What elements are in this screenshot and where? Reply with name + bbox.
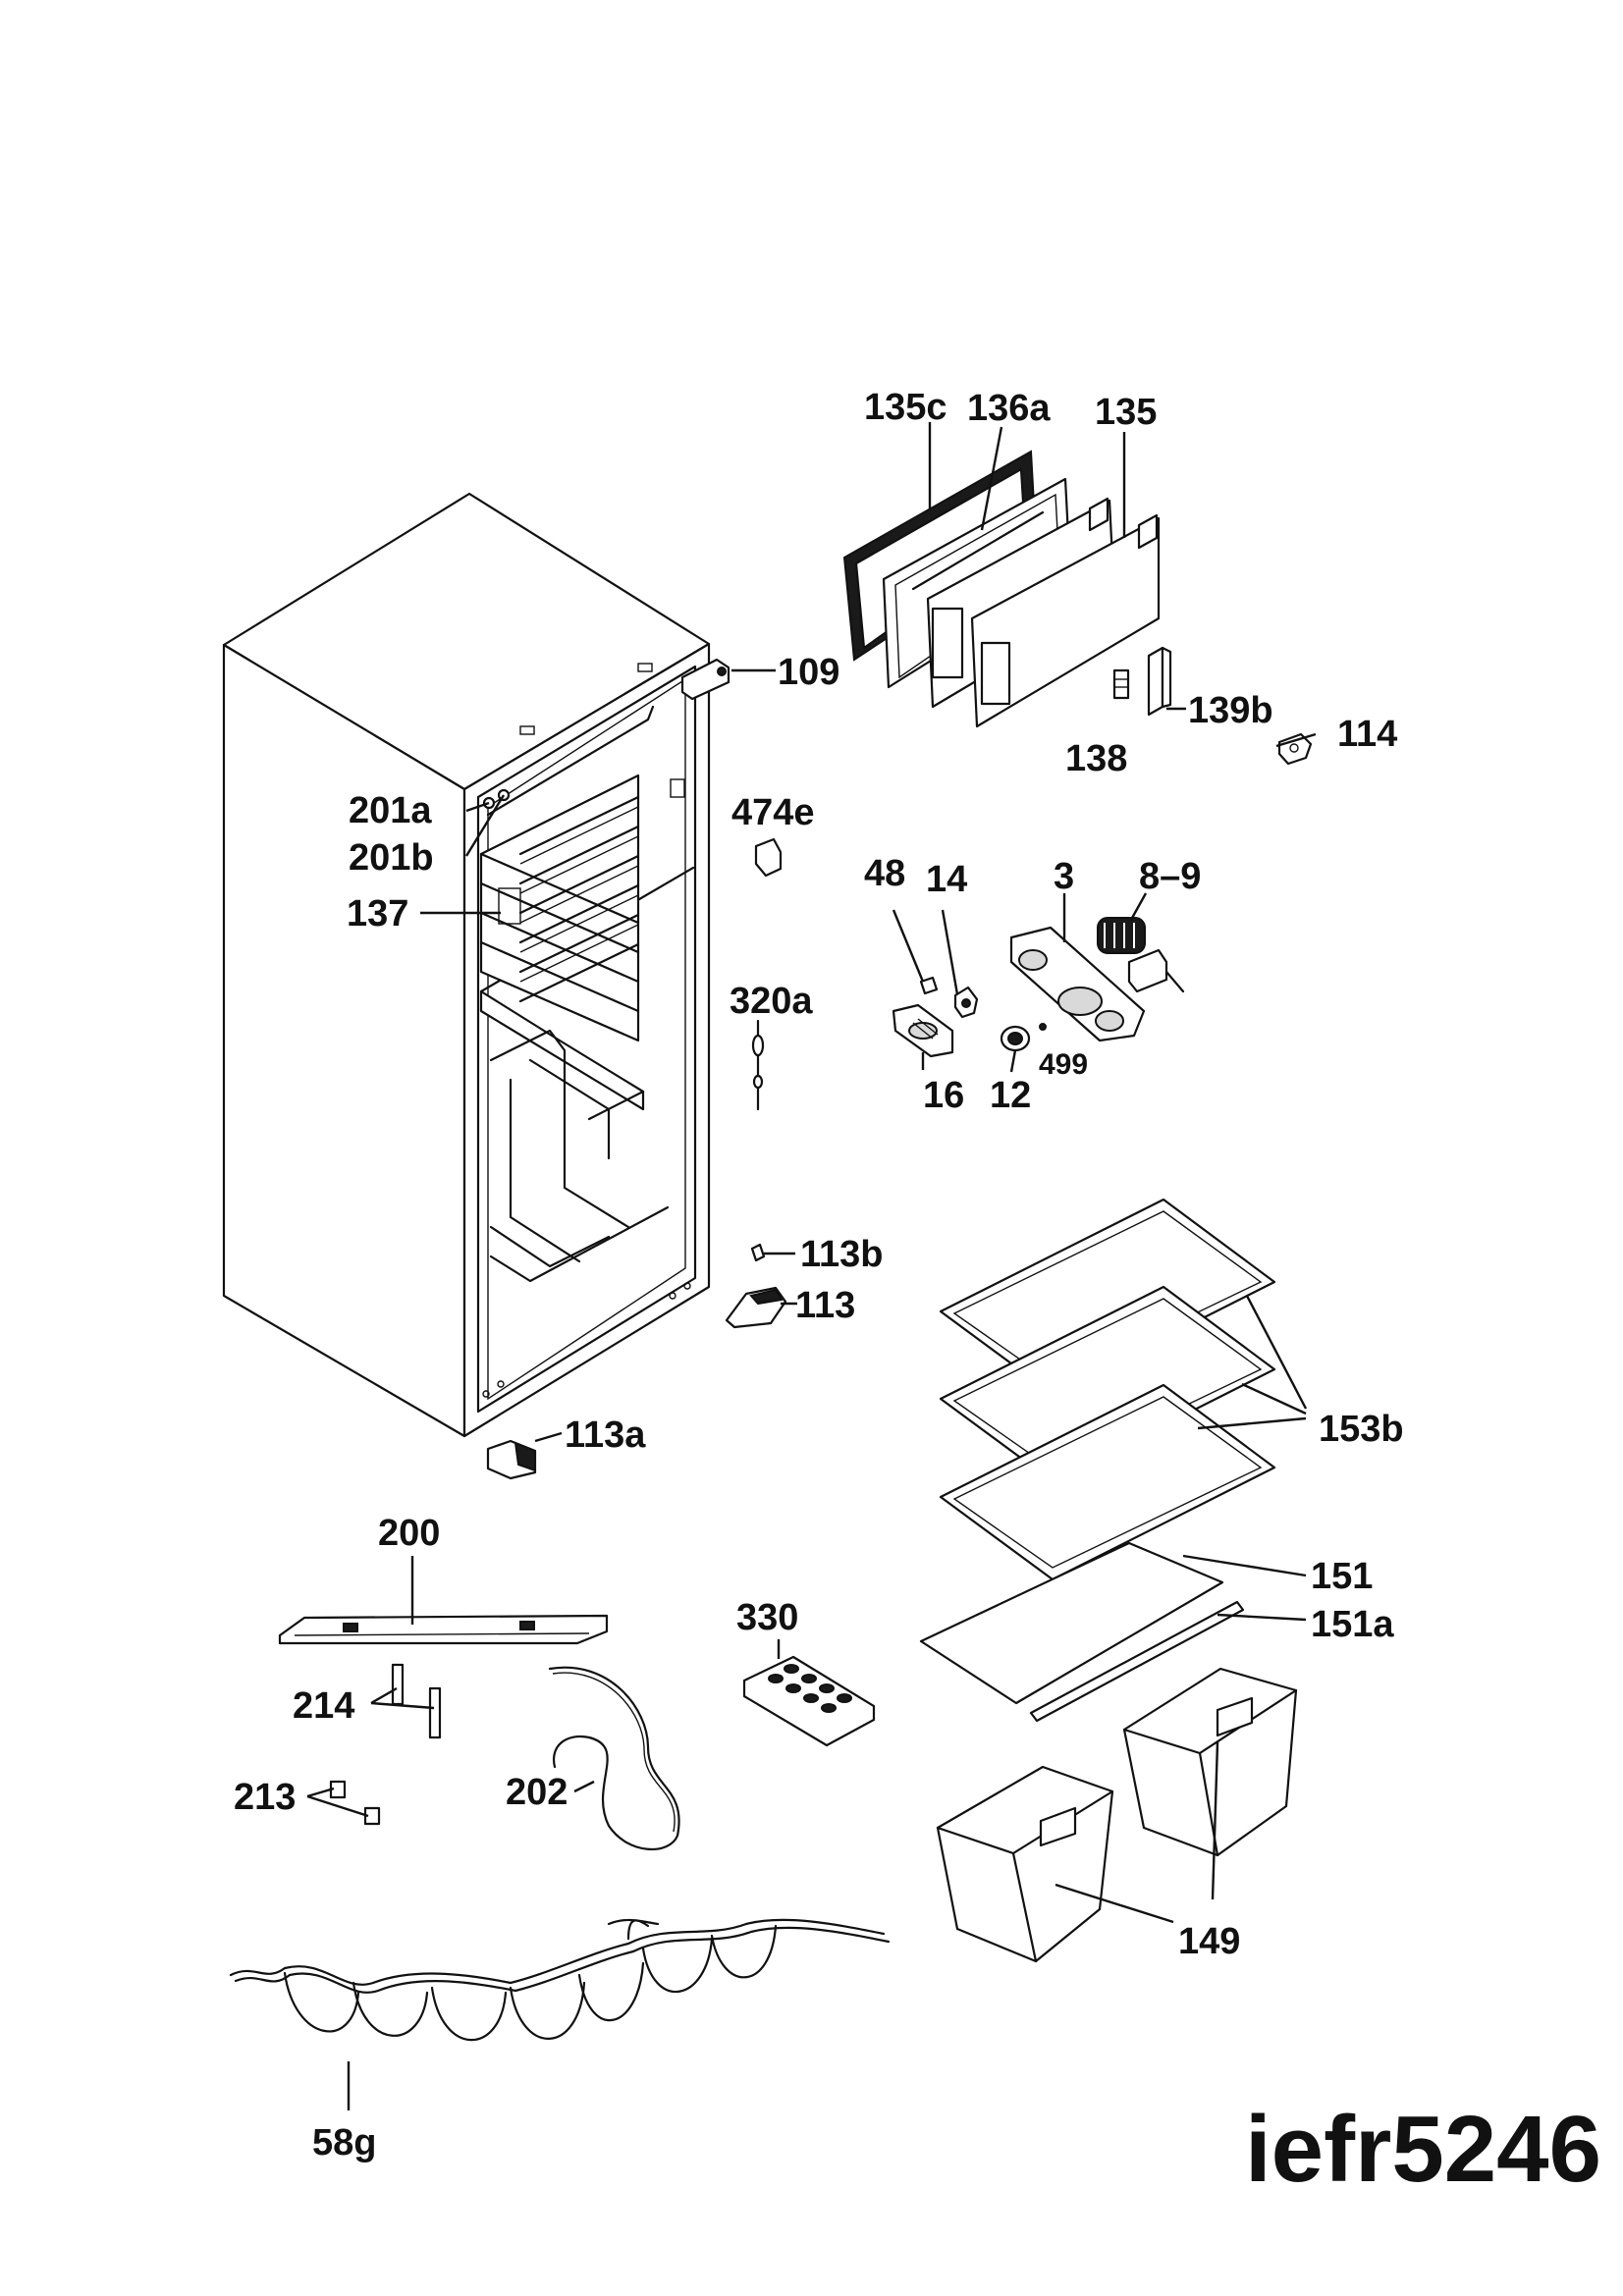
wire-202: [548, 1666, 680, 1850]
ice-tray-330: [742, 1655, 876, 1747]
part-474e: [754, 837, 783, 878]
part-139b: [1147, 646, 1172, 717]
part-138: [1112, 668, 1130, 700]
label-138: 138: [1065, 738, 1127, 779]
label-201a: 201a: [349, 790, 432, 831]
label-139b: 139b: [1188, 690, 1273, 731]
crisper-bins-149: [936, 1667, 1298, 1963]
label-474e: 474e: [731, 792, 815, 833]
label-499: 499: [1039, 1048, 1088, 1081]
glass-shelves-153b: [939, 1198, 1276, 1581]
lamp-8-9: [1097, 917, 1185, 993]
label-330: 330: [736, 1597, 798, 1638]
fridge-cabinet: [222, 492, 711, 1438]
label-214: 214: [293, 1685, 354, 1727]
part-113a: [486, 1439, 537, 1480]
label-114: 114: [1337, 714, 1397, 755]
label-201b: 201b: [349, 837, 434, 879]
label-149: 149: [1178, 1921, 1240, 1962]
label-113: 113: [795, 1285, 855, 1326]
label-320a: 320a: [730, 981, 813, 1022]
label-109: 109: [778, 652, 839, 693]
part-114: [1277, 732, 1313, 766]
label-14: 14: [926, 859, 967, 900]
strip-151a: [1029, 1600, 1245, 1723]
part-320a: [751, 1019, 765, 1111]
label-12: 12: [990, 1075, 1031, 1116]
label-48: 48: [864, 853, 905, 894]
rail-200: [278, 1614, 609, 1645]
label-151: 151: [1311, 1556, 1373, 1597]
thermostat-assembly: [892, 917, 1185, 1058]
label-202: 202: [506, 1772, 568, 1813]
glass-plate-151: [919, 1541, 1224, 1705]
label-153b: 153b: [1319, 1409, 1404, 1450]
label-135: 135: [1095, 392, 1157, 433]
label-58g: 58g: [312, 2122, 376, 2163]
model-number: iefr5246: [1245, 2097, 1601, 2202]
hinge-109: [680, 658, 730, 701]
freezer-evaporator: [479, 774, 685, 1042]
label-137: 137: [347, 893, 408, 934]
wine-rack-58g: [229, 1918, 891, 2042]
label-135c: 135c: [864, 387, 947, 428]
label-151a: 151a: [1311, 1604, 1394, 1645]
fridge-interior: [479, 989, 670, 1283]
part-labels: 135c 136a 135 109 139b 114 138 201a 201b…: [234, 387, 1601, 2202]
label-213: 213: [234, 1777, 296, 1818]
freezer-door-assembly: [842, 450, 1161, 728]
brackets-214: [391, 1663, 442, 1739]
part-113b: [750, 1243, 766, 1262]
clips-213: [329, 1780, 381, 1826]
label-8-9: 8–9: [1139, 856, 1201, 897]
label-200: 200: [378, 1513, 440, 1554]
label-113b: 113b: [800, 1234, 884, 1275]
label-113a: 113a: [565, 1415, 646, 1456]
leader-lines: [306, 422, 1317, 2110]
label-3: 3: [1054, 856, 1074, 897]
label-16: 16: [923, 1075, 964, 1116]
part-113: [725, 1286, 787, 1329]
label-136a: 136a: [967, 388, 1051, 429]
